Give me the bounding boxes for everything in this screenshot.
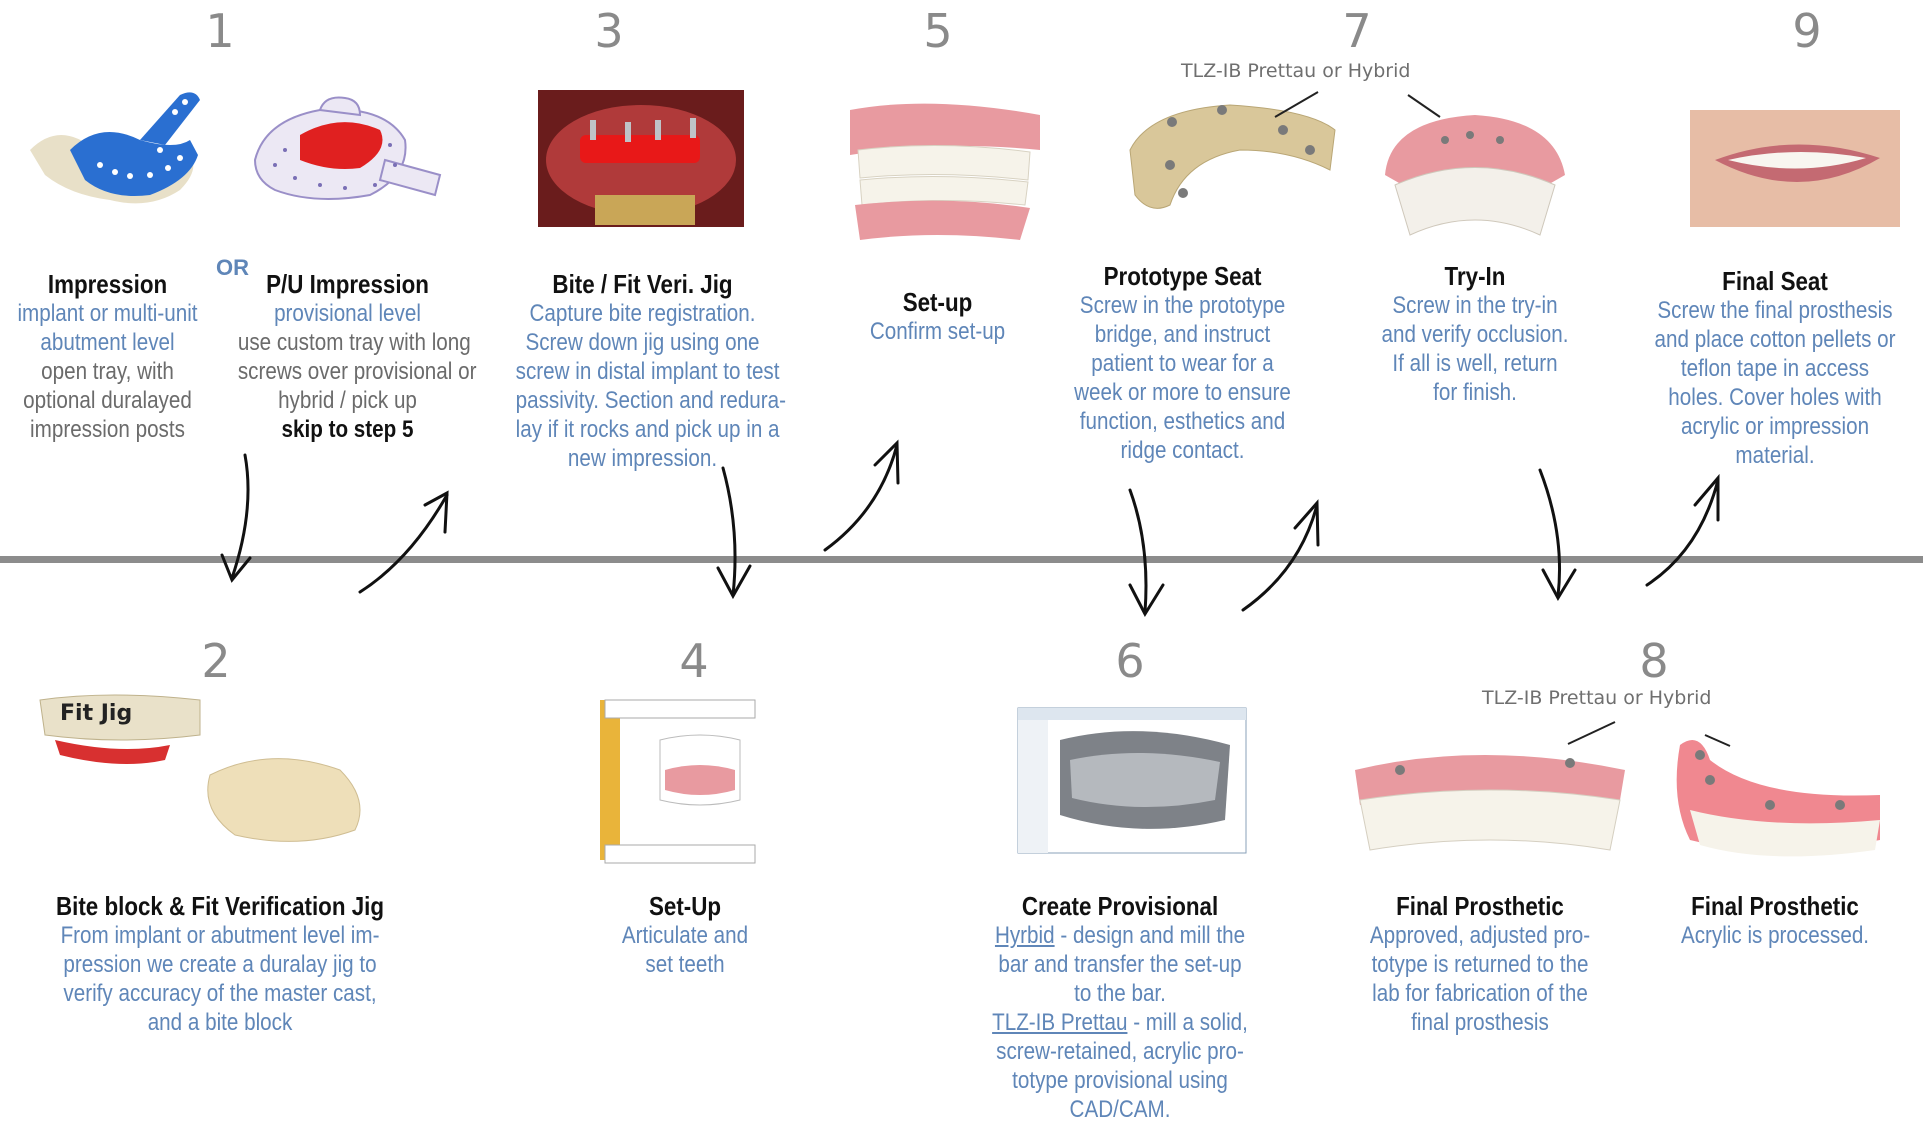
step-1b-line3: screws over provisional or	[238, 357, 457, 386]
step-1-text: Impression implant or multi-unit abutmen…	[0, 270, 215, 444]
step-6-line5: screw-retained, acrylic pro-	[978, 1037, 1262, 1066]
step-1-title: Impression	[15, 270, 200, 299]
step-9-text: Final Seat Screw the final prosthesis an…	[1630, 267, 1920, 470]
step-6-line7: CAD/CAM.	[978, 1095, 1262, 1124]
step-8b-line1: Acrylic is processed.	[1668, 921, 1883, 950]
smile-photo	[1690, 110, 1900, 227]
step-3-line6: new impression.	[516, 444, 770, 473]
step-2-line1: From implant or abutment level im-	[44, 921, 397, 950]
step-7a-line6: ridge contact.	[1073, 436, 1292, 465]
step-6-title: Create Provisional	[978, 892, 1262, 921]
step-7b-text: Try-In Screw in the try-in and verify oc…	[1355, 262, 1595, 407]
articulator-image	[600, 700, 755, 863]
step-3-line3: screw in distal implant to test	[516, 357, 770, 386]
step-1-line4: optional duralayed	[15, 386, 200, 415]
denture-setup-image	[850, 104, 1040, 240]
step-7a-line4: week or more to ensure	[1073, 378, 1292, 407]
step-6-prettau-term: TLZ-IB Prettau	[992, 1009, 1127, 1036]
step-3-line5: lay if it rocks and pick up in a	[516, 415, 770, 444]
step-1-line5: impression posts	[15, 415, 200, 444]
cad-screenshot	[1018, 708, 1246, 853]
step-6-hybrid-term: Hyrbid	[995, 922, 1055, 949]
step-3-line2: Screw down jig using one	[516, 328, 770, 357]
pointer-line-7b	[1408, 95, 1440, 117]
step-6-line1-rest: - design and mill the	[1055, 922, 1245, 949]
final-acrylic-image	[1677, 735, 1880, 856]
step-5-text: Set-up Confirm set-up	[845, 288, 1030, 346]
mouth-jig-photo	[538, 90, 744, 227]
step-6-line1: Hyrbid - design and mill the	[978, 921, 1262, 950]
step-7a-line5: function, esthetics and	[1073, 407, 1292, 436]
step-7b-line1: Screw in the try-in	[1372, 291, 1578, 320]
step-3-text: Bite / Fit Veri. Jig Capture bite regist…	[495, 270, 790, 473]
pointer-line-7a	[1275, 92, 1318, 117]
step-7a-line3: patient to wear for a	[1073, 349, 1292, 378]
step-7b-line2: and verify occlusion.	[1372, 320, 1578, 349]
step-9-line5: acrylic or impression	[1650, 412, 1899, 441]
step-1b-line1: provisional level	[238, 299, 457, 328]
step-8a-line2: totype is returned to the	[1360, 950, 1601, 979]
fit-jig-label: Fit Jig	[60, 701, 132, 726]
step-1b-line2: use custom tray with long	[238, 328, 457, 357]
step-3-line4: passivity. Section and redura-	[516, 386, 770, 415]
step-1-line1: implant or multi-unit	[15, 299, 200, 328]
step-1-line2: abutment level	[15, 328, 200, 357]
tryin-bridge-image	[1385, 115, 1565, 235]
step-7a-text: Prototype Seat Screw in the prototype br…	[1055, 262, 1310, 465]
step-6-line3: to the bar.	[978, 979, 1262, 1008]
step-1b-text: P/U Impression provisional level use cus…	[220, 270, 475, 444]
step-2-text: Bite block & Fit Verification Jig From i…	[15, 892, 425, 1037]
step-9-line3: teflon tape in access	[1650, 354, 1899, 383]
step-5-line1: Confirm set-up	[858, 317, 1017, 346]
step-5-title: Set-up	[858, 288, 1017, 317]
step-2-line2: pression we create a duralay jig to	[44, 950, 397, 979]
step-7a-line1: Screw in the prototype	[1073, 291, 1292, 320]
step-9-line4: holes. Cover holes with	[1650, 383, 1899, 412]
step-8b-text: Final Prosthetic Acrylic is processed.	[1650, 892, 1900, 950]
step-9-line6: material.	[1650, 441, 1899, 470]
step-1b-line4: hybrid / pick up	[238, 386, 457, 415]
step-3-line1: Capture bite registration.	[516, 299, 770, 328]
step-4-line1: Articulate and	[595, 921, 776, 950]
step-6-line4: TLZ-IB Prettau - mill a solid,	[978, 1008, 1262, 1037]
step-4-line2: set teeth	[595, 950, 776, 979]
step-4-title: Set-Up	[595, 892, 776, 921]
step-8a-line3: lab for fabrication of the	[1360, 979, 1601, 1008]
step-7a-line2: bridge, and instruct	[1073, 320, 1292, 349]
step-6-line4-rest: - mill a solid,	[1127, 1009, 1247, 1036]
impression-tray-icon	[30, 92, 200, 203]
final-prosthetic-image	[1355, 722, 1625, 850]
step-7a-title: Prototype Seat	[1073, 262, 1292, 291]
step-9-line1: Screw the final prosthesis	[1650, 296, 1899, 325]
step-2-title: Bite block & Fit Verification Jig	[44, 892, 397, 921]
step-9-line2: and place cotton pellets or	[1650, 325, 1899, 354]
step-6-line6: totype provisional using	[978, 1066, 1262, 1095]
step-7b-line4: for finish.	[1372, 378, 1578, 407]
custom-tray-icon	[255, 98, 440, 200]
step-8a-line4: final prosthesis	[1360, 1008, 1601, 1037]
step-8b-title: Final Prosthetic	[1668, 892, 1883, 921]
step-4-text: Set-Up Articulate and set teeth	[580, 892, 790, 979]
step-7b-line3: If all is well, return	[1372, 349, 1578, 378]
step-8a-line1: Approved, adjusted pro-	[1360, 921, 1601, 950]
step-8a-title: Final Prosthetic	[1360, 892, 1601, 921]
step-2-line4: and a bite block	[44, 1008, 397, 1037]
step-7b-title: Try-In	[1372, 262, 1578, 291]
step-6-text: Create Provisional Hyrbid - design and m…	[955, 892, 1285, 1124]
step-1-line3: open tray, with	[15, 357, 200, 386]
step-8a-text: Final Prosthetic Approved, adjusted pro-…	[1340, 892, 1620, 1037]
step-1b-line5: skip to step 5	[238, 415, 457, 444]
step-6-line2: bar and transfer the set-up	[978, 950, 1262, 979]
step-9-title: Final Seat	[1650, 267, 1899, 296]
prototype-bridge-image	[1130, 105, 1335, 208]
step-1b-title: P/U Impression	[238, 270, 457, 299]
step-3-title: Bite / Fit Veri. Jig	[516, 270, 770, 299]
flow-arrows	[222, 443, 1718, 614]
step-2-line3: verify accuracy of the master cast,	[44, 979, 397, 1008]
